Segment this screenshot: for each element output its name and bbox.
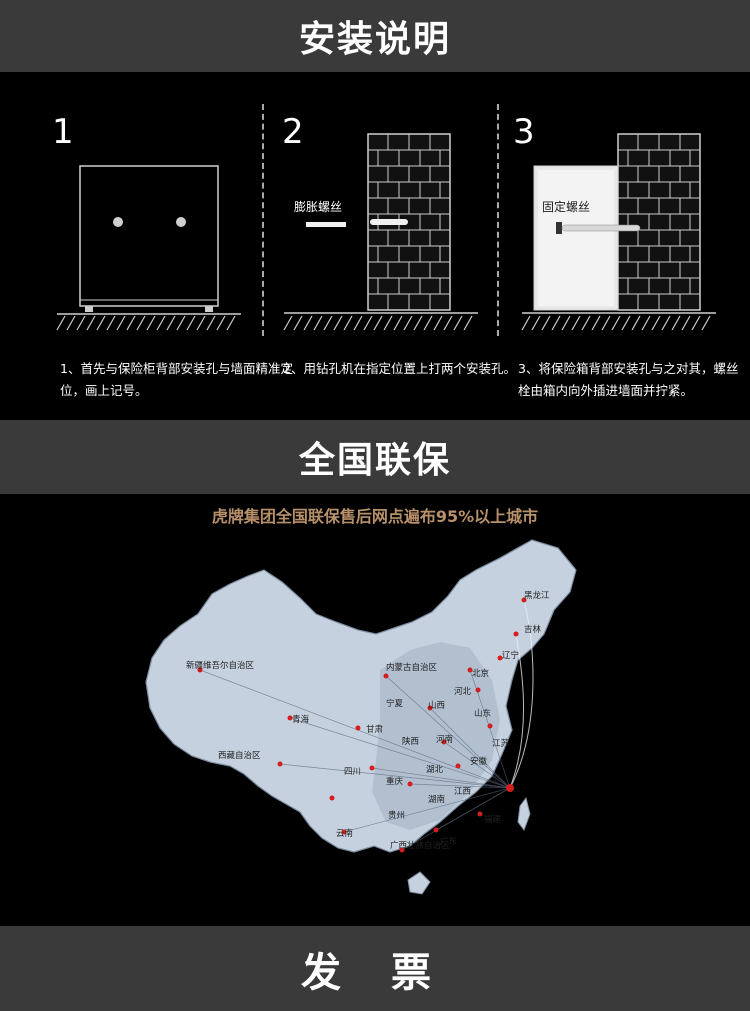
step-3-illustration [521,133,716,331]
map-label-hebei: 河北 [454,686,472,697]
step-1-illustration [56,165,241,331]
map-label-neimenggu: 内蒙古自治区 [386,662,438,673]
map-label-hunan: 湖南 [428,794,445,805]
step-divider-1 [262,104,264,336]
map-label-shanxi: 山西 [428,700,445,711]
map-label-sichuan: 四川 [344,767,361,777]
china-service-map: 新疆维吾尔自治区 西藏自治区 青海 内蒙古自治区 黑龙江 吉林 辽宁 北京 河北… [145,539,577,895]
map-hainan [407,871,431,895]
map-label-fujian: 福建 [484,814,502,825]
map-label-jiangsu: 江苏 [492,738,510,749]
map-label-xizang: 西藏自治区 [218,750,261,761]
map-label-zhejiang: 浙 [492,774,501,785]
map-label-yunnan: 云南 [336,828,353,839]
step-2-illustration [283,133,478,331]
map-label-shaanxi: 陕西 [402,736,419,747]
map-label-heilongjiang: 黑龙江 [524,590,550,601]
map-label-guizhou: 贵州 [388,810,405,821]
step-2-number: 2 [282,112,304,152]
step-1-caption: 1、首先与保险柜背部安装孔与墙面精准定位，画上记号。 [60,361,293,398]
expansion-bolt-label: 膨胀螺丝 [294,200,343,214]
warranty-subtitle: 虎牌集团全国联保售后网点遍布95%以上城市 [211,507,539,526]
step-divider-2 [497,104,499,336]
map-label-guangxi: 广西壮族自治区 [390,840,450,851]
map-label-jilin: 吉林 [524,624,542,635]
step-3-caption: 3、将保险箱背部安装孔与之对其，螺丝栓由箱内向外插进墙面并拧紧。 [518,361,739,398]
fixing-screw-label: 固定螺丝 [542,200,591,214]
map-label-jiangxi: 江西 [454,787,471,797]
warranty-section-title: 全国联保 [0,420,750,494]
map-label-beijing: 北京 [472,668,489,679]
map-label-anhui: 安徽 [470,756,488,767]
step-3-number: 3 [513,112,535,152]
map-label-shandong: 山东 [474,708,491,719]
map-label-xinjiang: 新疆维吾尔自治区 [186,660,255,671]
map-taiwan [517,796,531,832]
map-label-qinghai: 青海 [292,714,310,725]
map-label-henan: 河南 [436,734,453,745]
map-label-hubei: 湖北 [426,765,444,775]
map-label-guangdong: 广东 [440,836,457,847]
map-label-liaoning: 辽宁 [502,650,519,661]
install-section-title: 安装说明 [0,0,750,72]
invoice-section-title: 发 票 [0,926,750,1011]
map-label-gansu: 甘肃 [366,724,384,735]
map-label-chongqing: 重庆 [386,776,404,787]
map-label-ningxia: 宁夏 [386,698,404,709]
step-2-caption: 2、用钻孔机在指定位置上打两个安装孔。 [283,361,516,376]
map-east-region [372,642,500,830]
step-1-number: 1 [52,112,74,152]
map-outline [145,539,577,853]
